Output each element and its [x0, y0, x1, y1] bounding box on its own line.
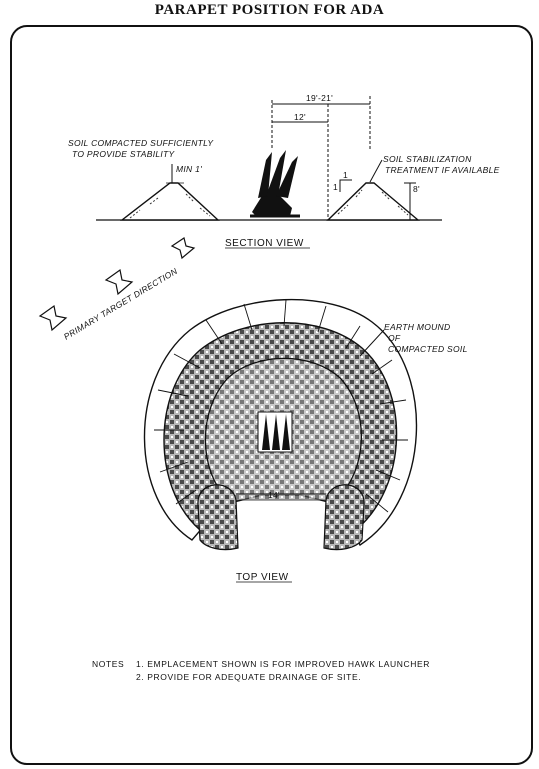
dim-outer-label: 19'-21' [306, 93, 333, 103]
right-mound [326, 182, 420, 221]
notes-block: NOTES 1. EMPLACEMENT SHOWN IS FOR IMPROV… [92, 659, 430, 682]
stab-label-line2: TREATMENT IF AVAILABLE [385, 165, 500, 175]
arrow-icon [104, 268, 134, 296]
earth-label-line3: COMPACTED SOIL [388, 344, 468, 354]
width-dim-label: 14' [268, 490, 280, 500]
arrow-icon [38, 304, 68, 332]
section-view: 19'-21' 12' 1 1 8' SOIL COMPACTED SUFFIC… [68, 93, 500, 249]
earth-label-line2: OF [388, 333, 401, 343]
min-label: MIN 1' [176, 164, 202, 174]
left-mound [119, 182, 220, 221]
note-item: 2. PROVIDE FOR ADEQUATE DRAINAGE OF SITE… [136, 672, 361, 682]
top-view: 14' EARTH MOUND OF COMPACTED SOIL TOP VI… [143, 298, 468, 583]
left-mound-texture [129, 193, 211, 219]
left-entrance-lobe [197, 484, 239, 551]
hawk-launcher-silhouette [250, 150, 300, 218]
note-item: 1. EMPLACEMENT SHOWN IS FOR IMPROVED HAW… [136, 659, 430, 669]
arrow-icon [170, 237, 196, 260]
launcher-top-icon [257, 411, 293, 453]
earth-label-line1: EARTH MOUND [384, 322, 450, 332]
page-border [10, 25, 533, 765]
dim-inner-label: 12' [294, 112, 306, 122]
soil-label-line2: TO PROVIDE STABILITY [72, 149, 176, 159]
stab-label-line1: SOIL STABILIZATION [383, 154, 472, 164]
slope-rise-label: 1 [333, 182, 338, 192]
slope-run-label: 1 [343, 170, 348, 180]
soil-label-line1: SOIL COMPACTED SUFFICIENTLY [68, 138, 214, 148]
height-mark-label: 8' [413, 184, 420, 194]
direction-arrows: PRIMARY TARGET DIRECTION [38, 237, 196, 342]
top-view-heading: TOP VIEW [236, 572, 289, 583]
notes-prefix: NOTES [92, 659, 124, 669]
page-title: PARAPET POSITION FOR ADA [154, 2, 385, 18]
mound-segment-lines [154, 299, 408, 513]
right-mound-texture [337, 189, 409, 216]
section-view-heading: SECTION VIEW [225, 238, 304, 249]
right-entrance-lobe [323, 484, 365, 551]
